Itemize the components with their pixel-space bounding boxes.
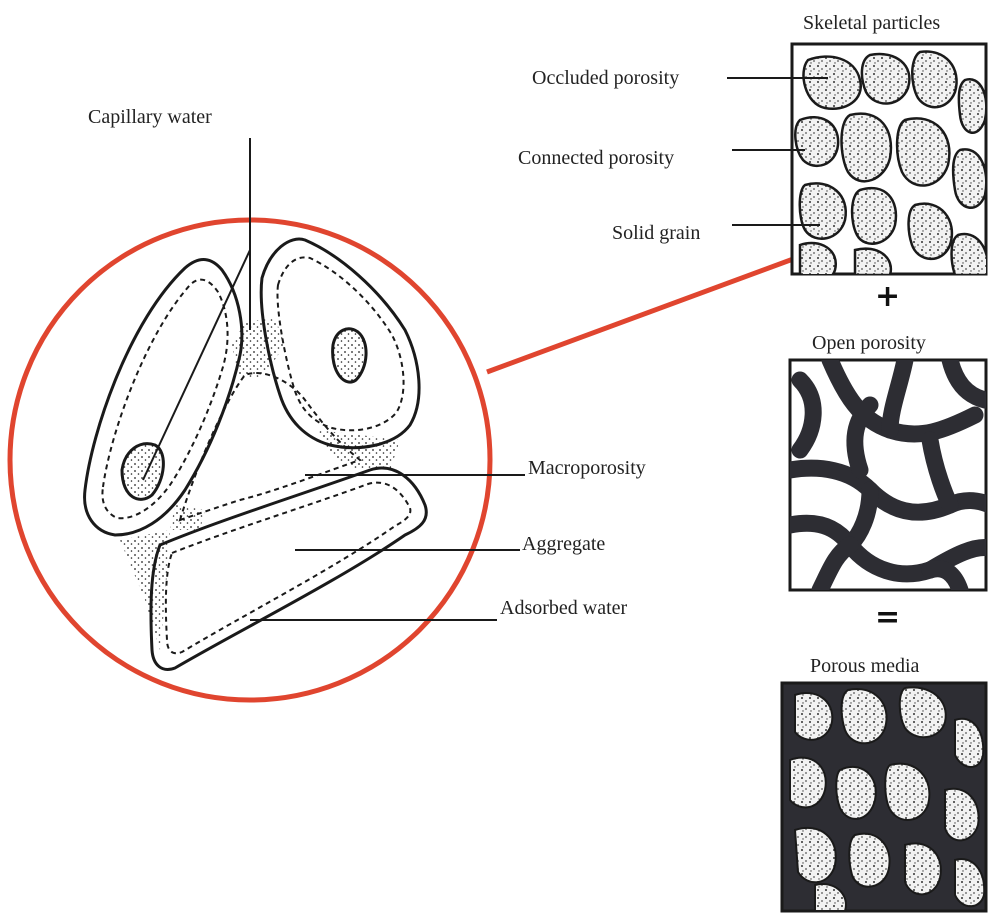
skeletal-particles-panel: [792, 44, 988, 282]
plus-sign: +: [875, 282, 900, 312]
solid-grain: [795, 117, 838, 166]
solid-grain: [800, 243, 836, 282]
connected-porosity-label: Connected porosity: [518, 147, 674, 169]
porous-media-label: Porous media: [810, 655, 919, 677]
solid-grain: [953, 149, 986, 207]
inner-grain: [122, 444, 163, 500]
equals-sign: =: [875, 603, 900, 633]
capillary-water-region: [318, 430, 400, 470]
capillary-water-region: [120, 530, 170, 650]
solid-grain: [862, 54, 910, 104]
solid-grain: [852, 188, 896, 244]
aggregate-label: Aggregate: [522, 533, 605, 555]
solid-grain: [897, 118, 949, 185]
skeletal-particles-label: Skeletal particles: [803, 12, 940, 34]
solid-grain: [836, 767, 876, 819]
solid-grain: [959, 79, 986, 133]
adsorbed-water-label: Adsorbed water: [500, 597, 627, 619]
solid-grain: [842, 114, 891, 182]
macroporosity-label: Macroporosity: [528, 457, 646, 479]
inner-grain: [333, 329, 366, 382]
solid-grain: [790, 758, 826, 808]
capillary-water-label: Capillary water: [88, 106, 212, 128]
solid-grain: [849, 834, 889, 887]
solid-grain-label: Solid grain: [612, 222, 700, 244]
solid-grain: [909, 204, 952, 259]
occluded-porosity-label: Occluded porosity: [532, 67, 679, 89]
porous-media-panel: [782, 683, 986, 911]
capillary-water-region: [170, 505, 205, 530]
open-porosity-label: Open porosity: [812, 332, 926, 354]
solid-grain: [803, 57, 860, 109]
solid-grain: [800, 183, 846, 238]
open-porosity-panel: [790, 360, 990, 590]
